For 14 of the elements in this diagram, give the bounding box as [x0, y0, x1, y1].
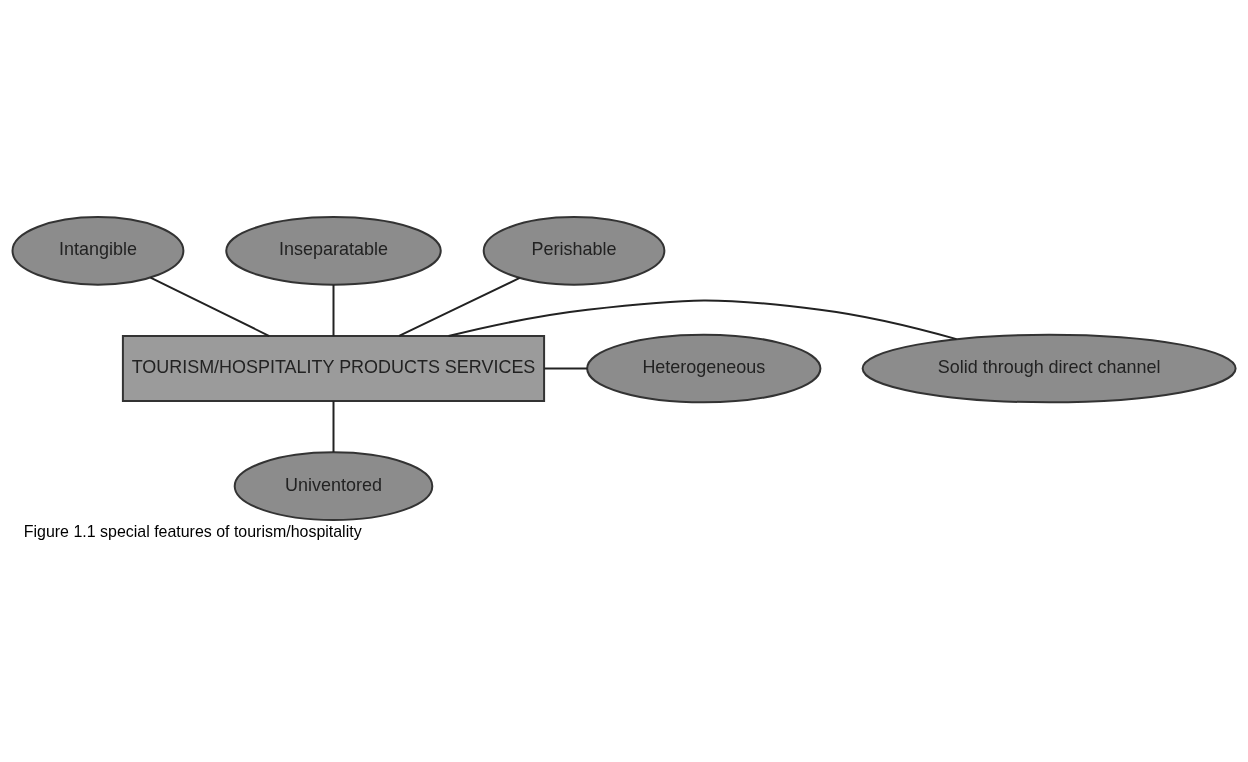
connector: [543, 367, 589, 370]
connector: [332, 399, 335, 453]
node-ellipse: Solid through direct channel: [861, 333, 1237, 403]
connector: [332, 283, 335, 337]
connector: [447, 298, 958, 340]
node-ellipse: Intangible: [11, 215, 185, 286]
node-box: TOURISM/HOSPITALITY PRODUCTS SERVICES: [121, 334, 546, 402]
caption: Figure 1.1 special features of tourism/hospitality: [23, 522, 362, 540]
connector: [398, 276, 521, 337]
node-ellipse: Perishable: [482, 215, 666, 286]
node-ellipse: Univentored: [233, 450, 434, 521]
node-ellipse: Heterogeneous: [586, 333, 822, 403]
node-ellipse: Inseparatable: [225, 215, 442, 286]
connector: [149, 276, 271, 337]
